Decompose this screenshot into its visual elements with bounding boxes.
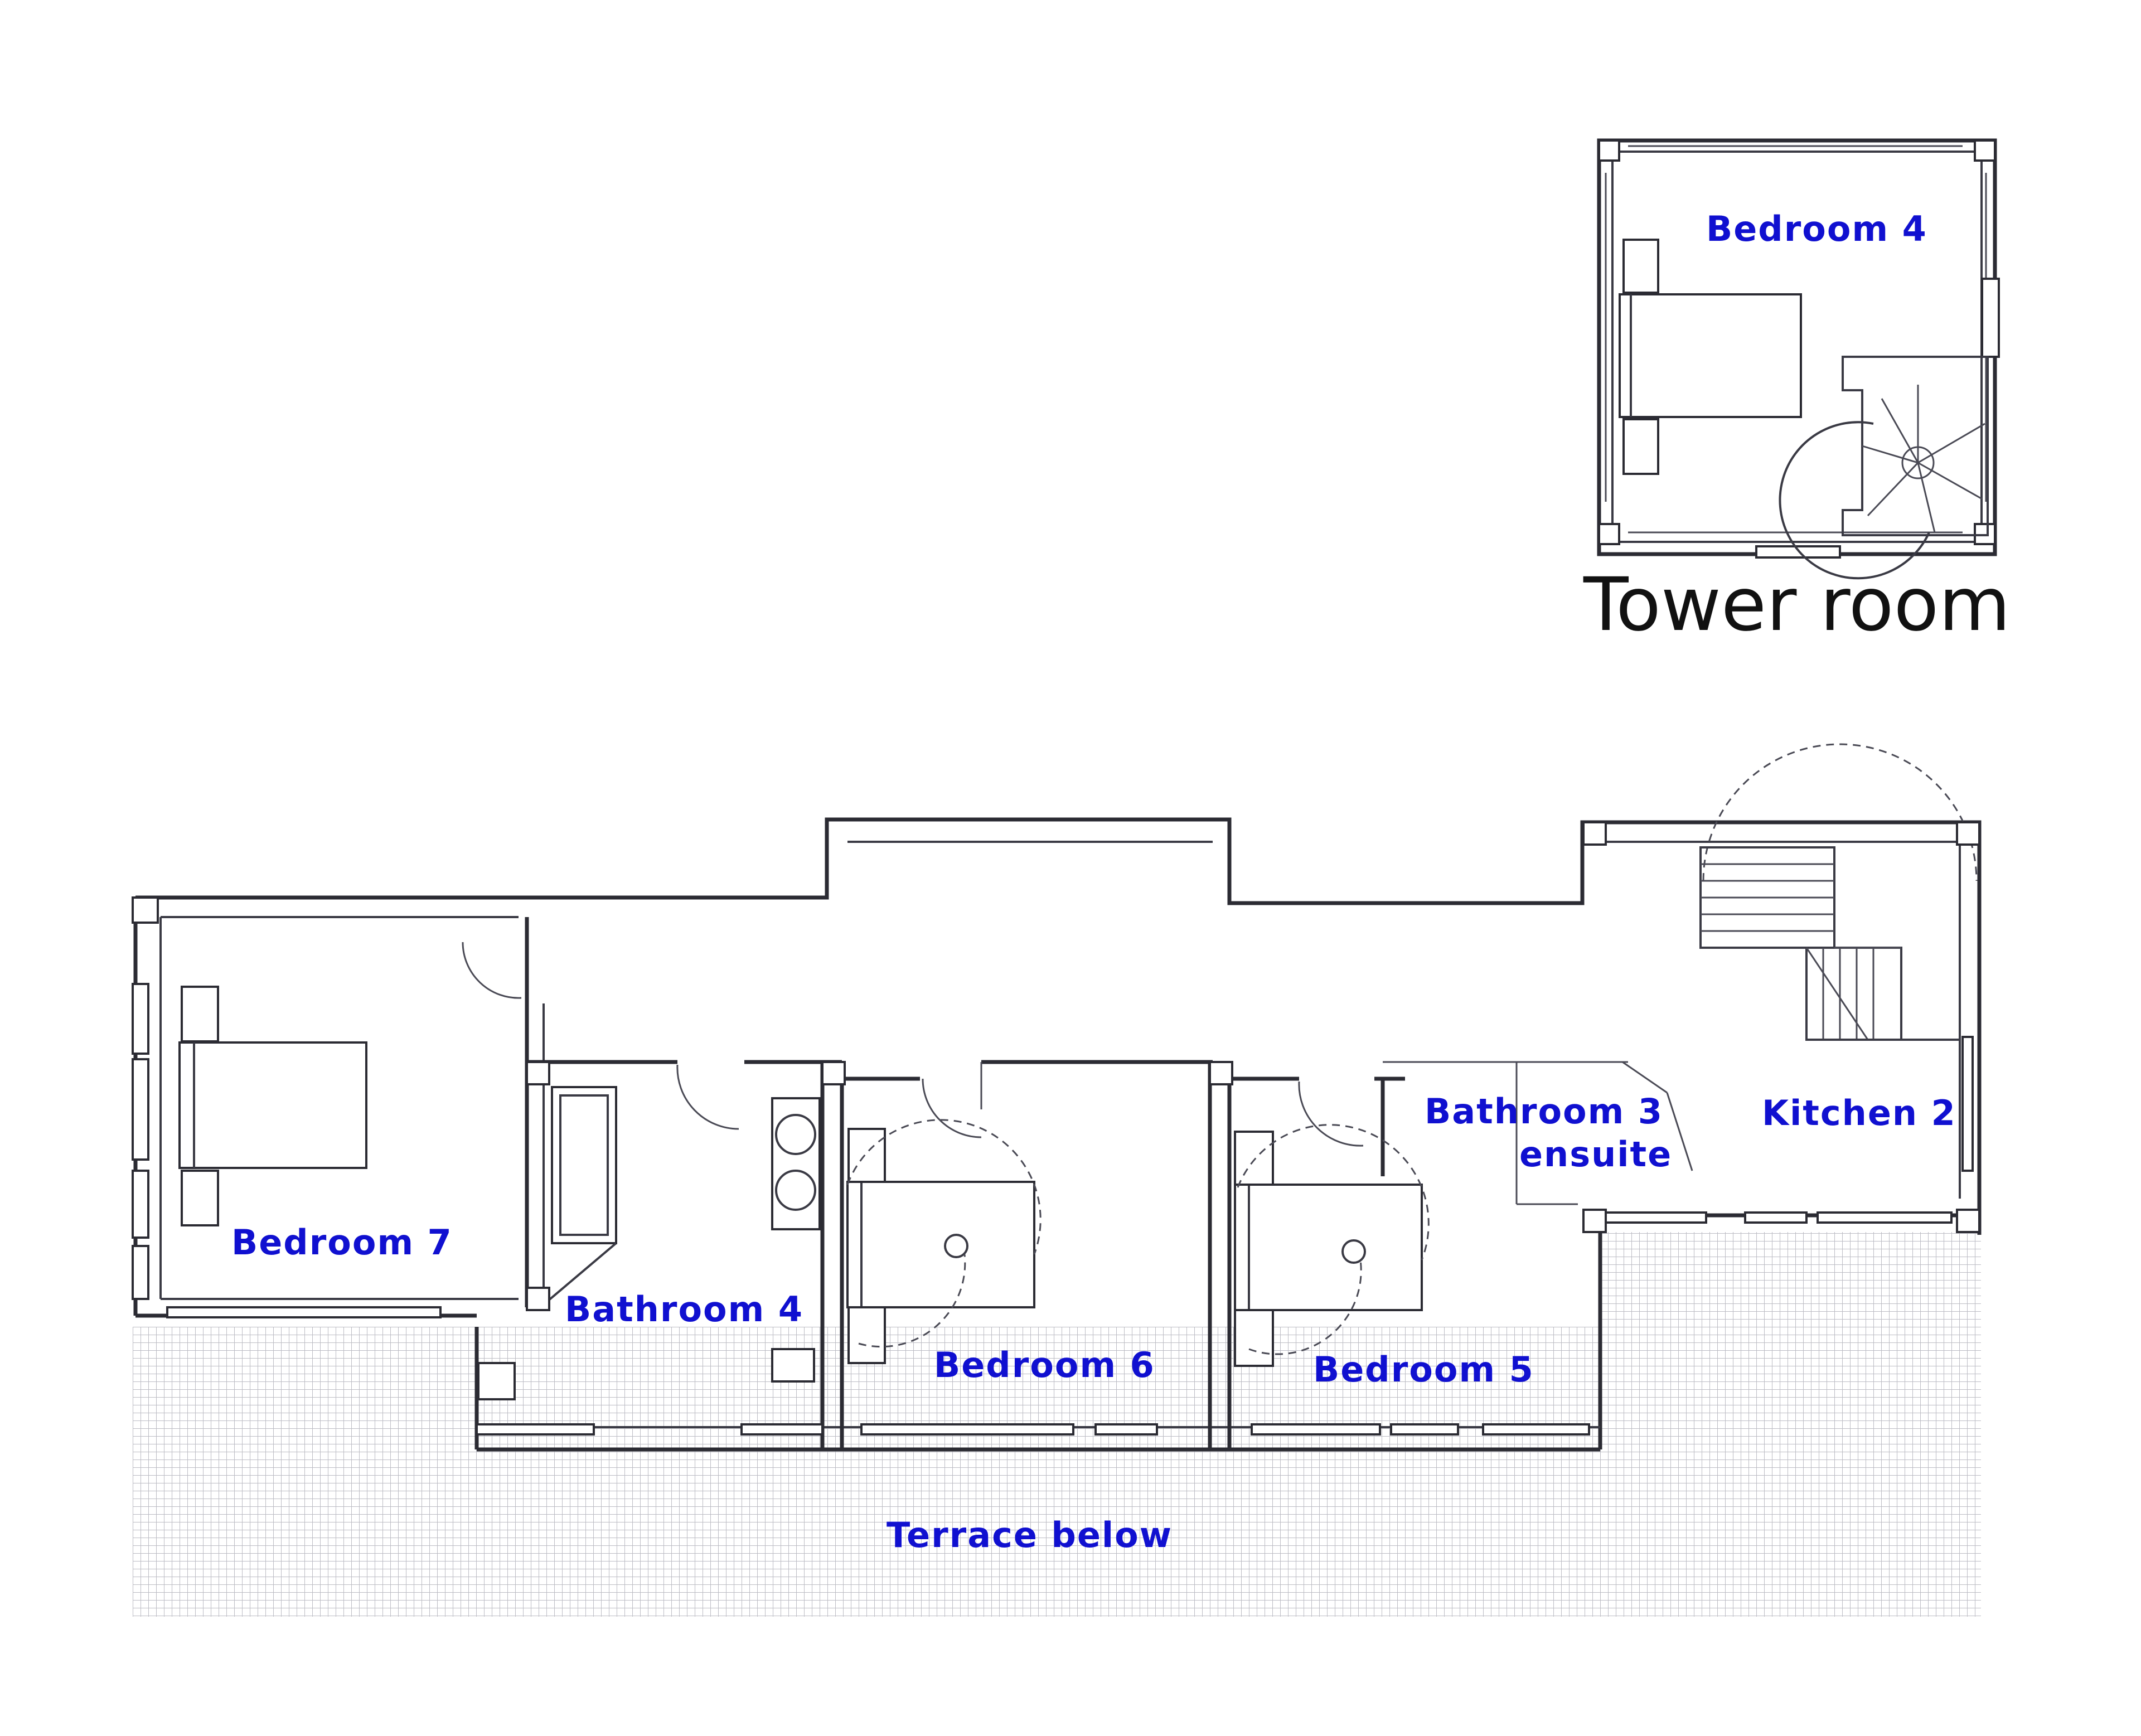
terrace-area xyxy=(133,1232,1981,1617)
main-staircase xyxy=(1699,846,1960,1041)
bedroom7-bed xyxy=(178,986,367,1226)
tower-bedroom-label: Bedroom 4 xyxy=(1706,208,1927,249)
terrace-label: Terrace below xyxy=(887,1515,1173,1555)
bedroom5-bed xyxy=(1234,1124,1430,1367)
main-floor-plan xyxy=(132,743,1982,1452)
tower-bed xyxy=(1619,239,1802,475)
bathroom4-label: Bathroom 4 xyxy=(565,1289,803,1330)
tower-room-title: Tower room xyxy=(1583,562,2011,648)
spiral-staircase xyxy=(1779,356,1989,580)
kitchen2-label: Kitchen 2 xyxy=(1762,1093,1956,1133)
bathroom4-fixtures xyxy=(477,1086,821,1400)
bedroom6-bed xyxy=(846,1119,1042,1364)
bedroom7-label: Bedroom 7 xyxy=(231,1222,453,1263)
tower-room-plan: Bedroom 4 xyxy=(1597,138,2000,580)
bathroom3-label-line1: Bathroom 3 xyxy=(1425,1091,1663,1132)
bedroom5-label: Bedroom 5 xyxy=(1313,1349,1534,1390)
bedroom6-label: Bedroom 6 xyxy=(934,1345,1155,1385)
bathroom3-label-line2: ensuite xyxy=(1519,1134,1672,1175)
